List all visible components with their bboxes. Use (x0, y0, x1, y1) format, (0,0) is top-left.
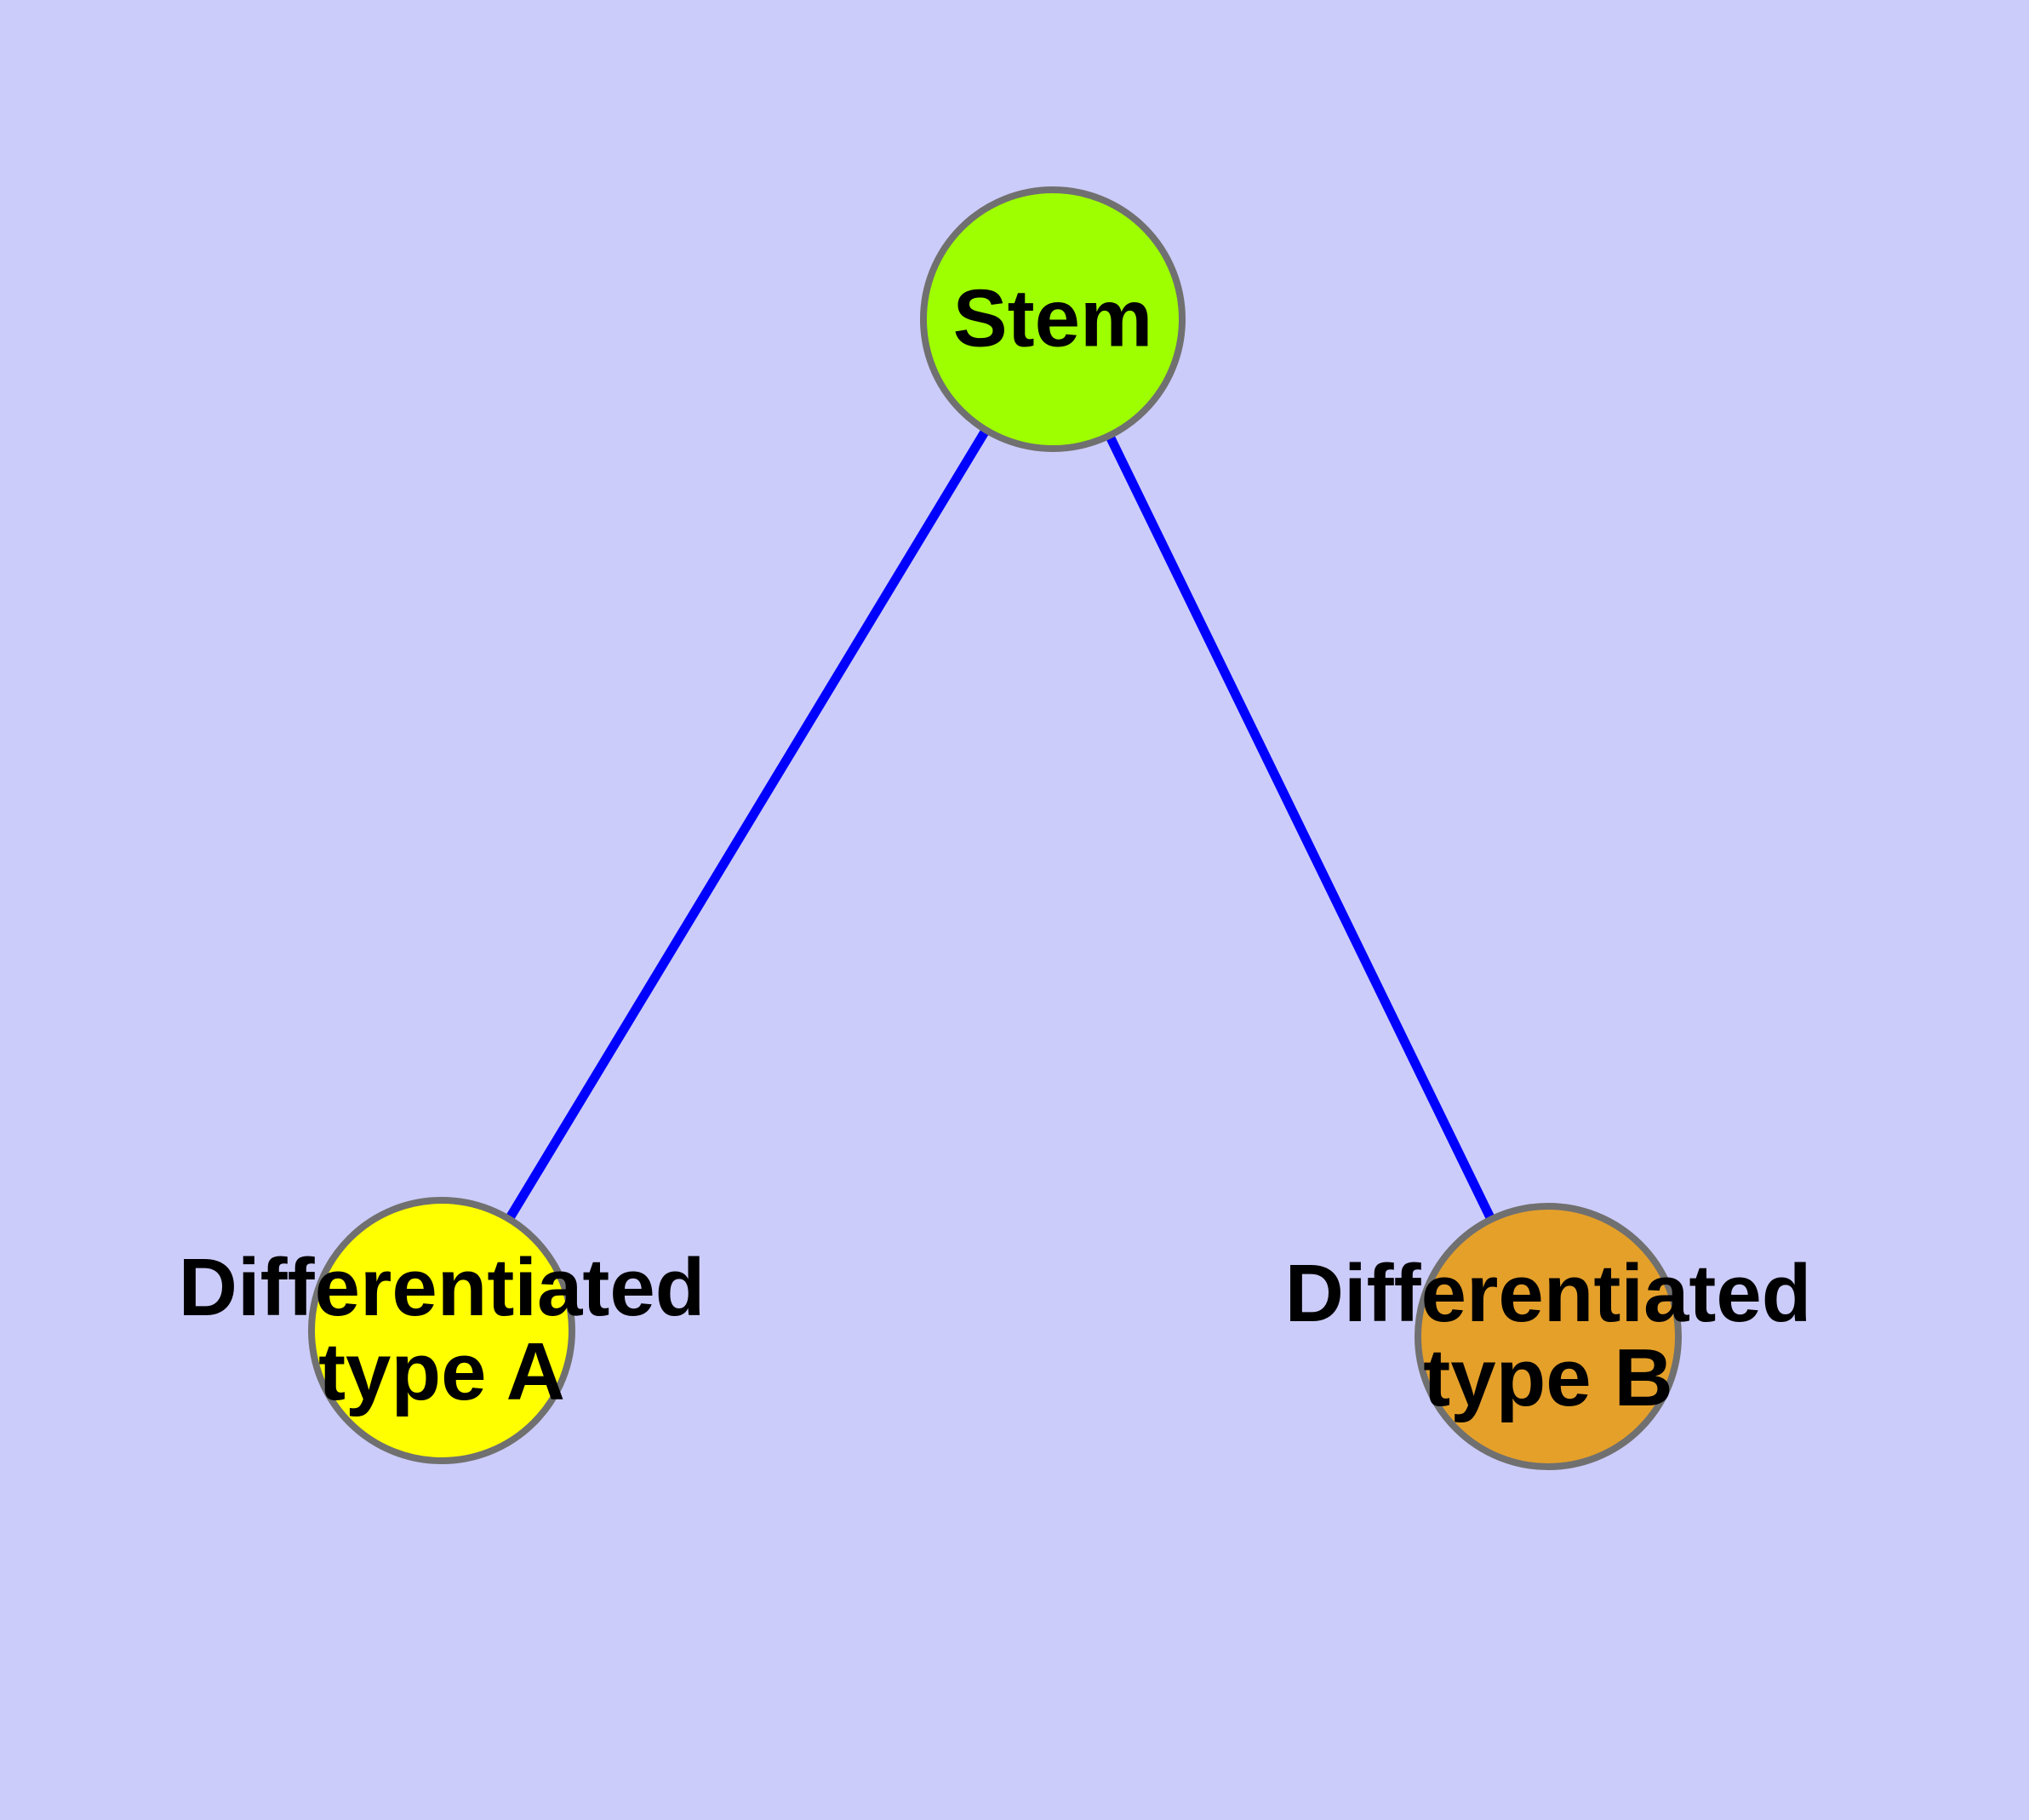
edge-layer (437, 317, 1552, 1339)
node-differentiated-type-b[interactable] (1415, 1203, 1682, 1470)
edge-stem-to-differentiated-type-b[interactable] (1049, 317, 1552, 1339)
node-layer (308, 186, 1682, 1470)
edge-stem-to-differentiated-type-a[interactable] (437, 317, 1057, 1333)
node-stem[interactable] (920, 186, 1186, 452)
node-differentiated-type-a[interactable] (308, 1197, 575, 1464)
